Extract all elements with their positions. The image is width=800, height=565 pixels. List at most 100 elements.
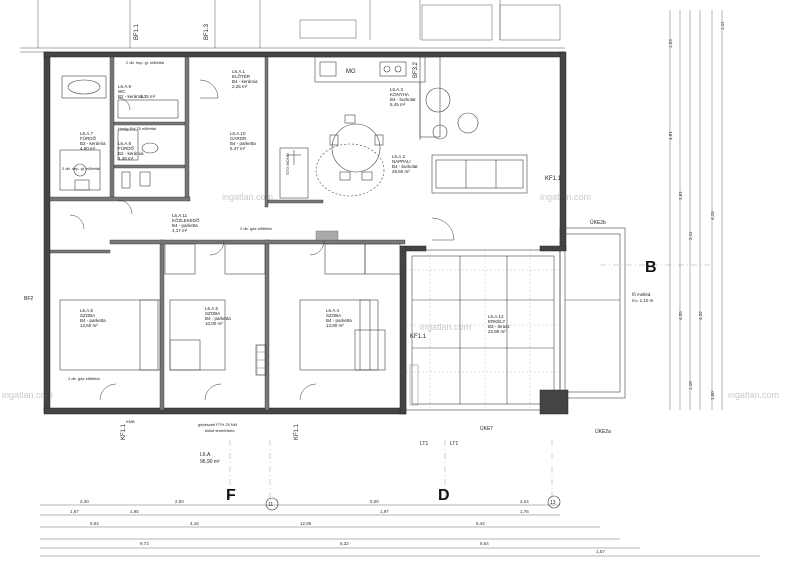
mg-label: MG [346,69,356,75]
kf-label: KF1.1 [294,423,300,440]
room-area: 22,95 m² [488,329,506,334]
uke-label: ÜKE2a [595,428,611,435]
room-name: SZOBA [80,313,95,318]
room-code: L6.A.9 [118,84,132,89]
room-code: L6.A.3 [390,87,404,92]
sto-label: STO MONO [285,153,290,175]
uke-label: ÜKE7 [480,425,493,432]
railing-height: m= 1,10 m [632,298,654,303]
apartment-code: L6.A [200,452,211,458]
bf-label: BF1.1 [134,23,140,40]
dim-label: 4,81 [668,131,673,140]
room-area: 2,25 m² [232,84,248,89]
mech-note: külső terelő/tartó [205,428,235,433]
room-code: L6.A.7 [80,131,94,136]
room-code: L6.A.11 [172,213,188,218]
dim-label: 4,32 [698,311,703,320]
watermark: ingatlan.com [728,390,779,400]
room-name: KONYHA [390,92,409,97]
watermark: ingatlan.com [420,322,471,332]
dim-label: 1,95 [130,509,139,514]
dim-label: 5,32 [340,541,349,546]
kmb-label: KMB [126,419,135,424]
dim-label: 1,67 [70,509,79,514]
railing-note: fő melléd. [632,292,652,297]
room-info: B2 - kerámia [118,94,144,99]
room-name: SZOBA [326,313,341,318]
dim-label: 12,95 [300,521,312,526]
dim-label: 5,00 [370,499,379,504]
room-info: B4 - kerámia [232,79,258,84]
bf-label: BF3.2 [413,61,419,78]
watermark: ingatlan.com [222,192,273,202]
dim-label: 2,11 [688,231,693,240]
wall-note: 2 db. gáz előtétfal [240,226,272,231]
room-info: B2 - kerámia [80,141,106,146]
room-name: GARDR. [230,136,248,141]
dim-label: 5,64 [90,521,99,526]
room-name: FÜRDŐ [118,145,134,151]
room-code: L6.A.8 [118,141,132,146]
kf-label: KF1.1 [121,423,127,440]
axis-b: B [645,259,657,276]
wall-note: 2 db. gáz előtétfal [68,376,100,381]
room-code: L6.A.2 [392,154,406,159]
kf-label: KF1.1 [545,176,562,182]
room-area: 1,35 m² [140,94,156,99]
dim-label: 8,64 [480,541,489,546]
room-info: B4 - burkolat [390,97,416,102]
room-name: NAPPALI [392,159,411,164]
dim-label: 4,16 [190,521,199,526]
room-info: B4 - parketta [326,318,352,323]
room-area: 5,45 m² [390,102,406,107]
bf-label: BF2 [24,296,33,302]
bf-label: BF1.3 [204,23,210,40]
dim-label: 2,40 [80,499,89,504]
room-info: B2 - kerámia [118,151,144,156]
dim-label: 1,57 [596,549,605,554]
dim-label: 1,53 [668,39,673,48]
dim-label: 1,76 [520,509,529,514]
room-area: 5,47 m² [230,146,246,151]
room-area: 4,80 m² [80,146,96,151]
room-info: B4 - burkolat [392,164,418,169]
dim-label: 1,00 [710,391,715,400]
lt-label: LT1 [420,441,428,447]
watermark: ingatlan.com [2,390,53,400]
dim-label: 1,97 [380,509,389,514]
lt-label: LT1 [450,441,458,447]
room-code: L6.A.5 [205,306,219,311]
room-name: KÖZLEKEDŐ [172,217,200,223]
room-code: L6.A.12 [488,314,504,319]
dim-label: 4,35 [678,311,683,320]
room-area: 13,60 m² [80,323,98,328]
room-name: ELŐTÉR [232,73,251,79]
room-name: ERKÉLY [488,318,505,324]
kf-label: KF1.1 [410,334,427,340]
room-code: L6.A.6 [80,308,94,313]
dim-label: 1,11 [720,21,725,30]
room-info: B4 - parketta [80,318,106,323]
room-name: SZOBA [205,311,220,316]
room-area: 10,00 m² [205,321,223,326]
dim-label: 1,18 [688,381,693,390]
dim-label: 9,72 [140,541,149,546]
room-area: 13,90 m² [326,323,344,328]
room-code: L6.A.1 [232,69,246,74]
room-info: B3 - terasz [488,324,511,329]
room-code: L6.A.4 [326,308,340,313]
room-area: 28,50 m² [392,169,410,174]
room-code: L6.A.10 [230,131,246,136]
axis-f: F [226,487,236,504]
wall-note: 2 db. imp. gl. előtétfal [126,60,164,65]
dim-label: 2,24 [520,499,529,504]
wall-note: Honig Pol 75 előtétfal [118,126,156,131]
room-area: 4,17 m² [172,228,188,233]
mech-note: gépészeti PTH 25 Ni/f [198,422,238,427]
dim-label: 1,61 [678,191,683,200]
wall-note: 2 db. imp. gl. előtétfal [62,166,100,171]
dim-label: 2,50 [175,499,184,504]
axis-13: 13 [550,500,556,506]
uke-label: ÜKE2b [590,219,606,226]
